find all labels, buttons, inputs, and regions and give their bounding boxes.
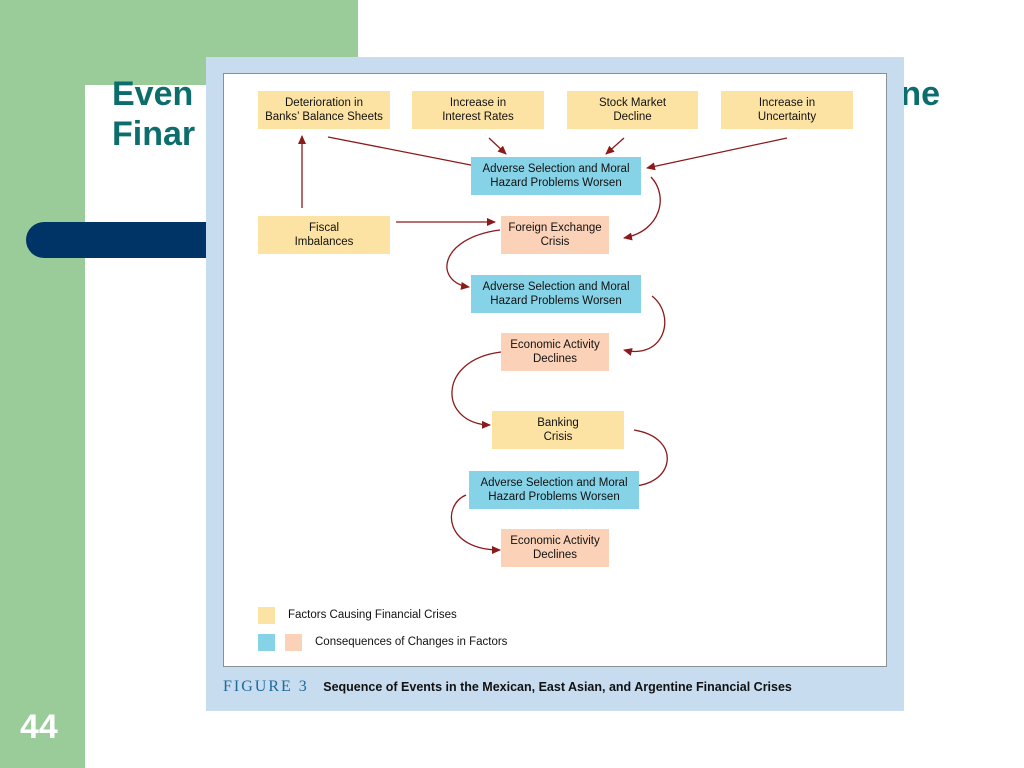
- node-stock-market: Stock Market Decline: [567, 91, 698, 129]
- node-adverse-selection-3: Adverse Selection and Moral Hazard Probl…: [469, 471, 639, 509]
- legend-swatch-consequences-pink: [285, 634, 302, 651]
- arrow-econ1-to-banking: [451, 351, 502, 429]
- flow-arrows: [298, 135, 788, 554]
- arrow-banking-to-adverse3: [627, 429, 668, 491]
- legend-label-factors: Factors Causing Financial Crises: [288, 609, 457, 621]
- arrow-deterioration-to-adverse: [327, 136, 487, 171]
- node-adverse-selection-2: Adverse Selection and Moral Hazard Probl…: [471, 275, 641, 313]
- figure-title: Sequence of Events in the Mexican, East …: [323, 680, 792, 694]
- figure-caption: FIGURE 3 Sequence of Events in the Mexic…: [223, 678, 792, 696]
- node-economic-decline-1: Economic Activity Declines: [501, 333, 609, 371]
- arrow-fx-to-adverse2: [446, 229, 501, 290]
- node-fiscal-imbalances: Fiscal Imbalances: [258, 216, 390, 254]
- title-fragment-left: Even: [112, 75, 194, 113]
- diagram-frame: Deterioration in Banks’ Balance Sheets I…: [223, 73, 887, 667]
- slide-title: Even Finar tine: [112, 74, 992, 154]
- node-economic-decline-2: Economic Activity Declines: [501, 529, 609, 567]
- title-fragment-left-line2: Finar: [112, 115, 196, 153]
- node-deterioration: Deterioration in Banks’ Balance Sheets: [258, 91, 390, 129]
- slide-number: 44: [20, 708, 58, 746]
- figure-panel: Deterioration in Banks’ Balance Sheets I…: [206, 57, 904, 711]
- node-interest-rates: Increase in Interest Rates: [412, 91, 544, 129]
- arrow-adverse3-to-econ2: [450, 494, 501, 554]
- arrow-uncertainty-to-adverse: [646, 137, 788, 171]
- node-uncertainty: Increase in Uncertainty: [721, 91, 853, 129]
- green-left-band: [0, 0, 85, 768]
- arrow-stock-to-adverse: [605, 137, 625, 155]
- arrow-adverse1-to-fx: [623, 176, 661, 241]
- node-foreign-exchange-crisis: Foreign Exchange Crisis: [501, 216, 609, 254]
- legend-swatch-factors: [258, 607, 275, 624]
- arrow-interest-to-adverse: [488, 137, 507, 155]
- arrow-adverse2-to-econ1: [623, 295, 666, 356]
- figure-number: FIGURE 3: [223, 678, 309, 695]
- node-adverse-selection-1: Adverse Selection and Moral Hazard Probl…: [471, 157, 641, 195]
- legend-label-consequences: Consequences of Changes in Factors: [315, 636, 508, 648]
- legend-swatch-consequences-blue: [258, 634, 275, 651]
- node-banking-crisis: Banking Crisis: [492, 411, 624, 449]
